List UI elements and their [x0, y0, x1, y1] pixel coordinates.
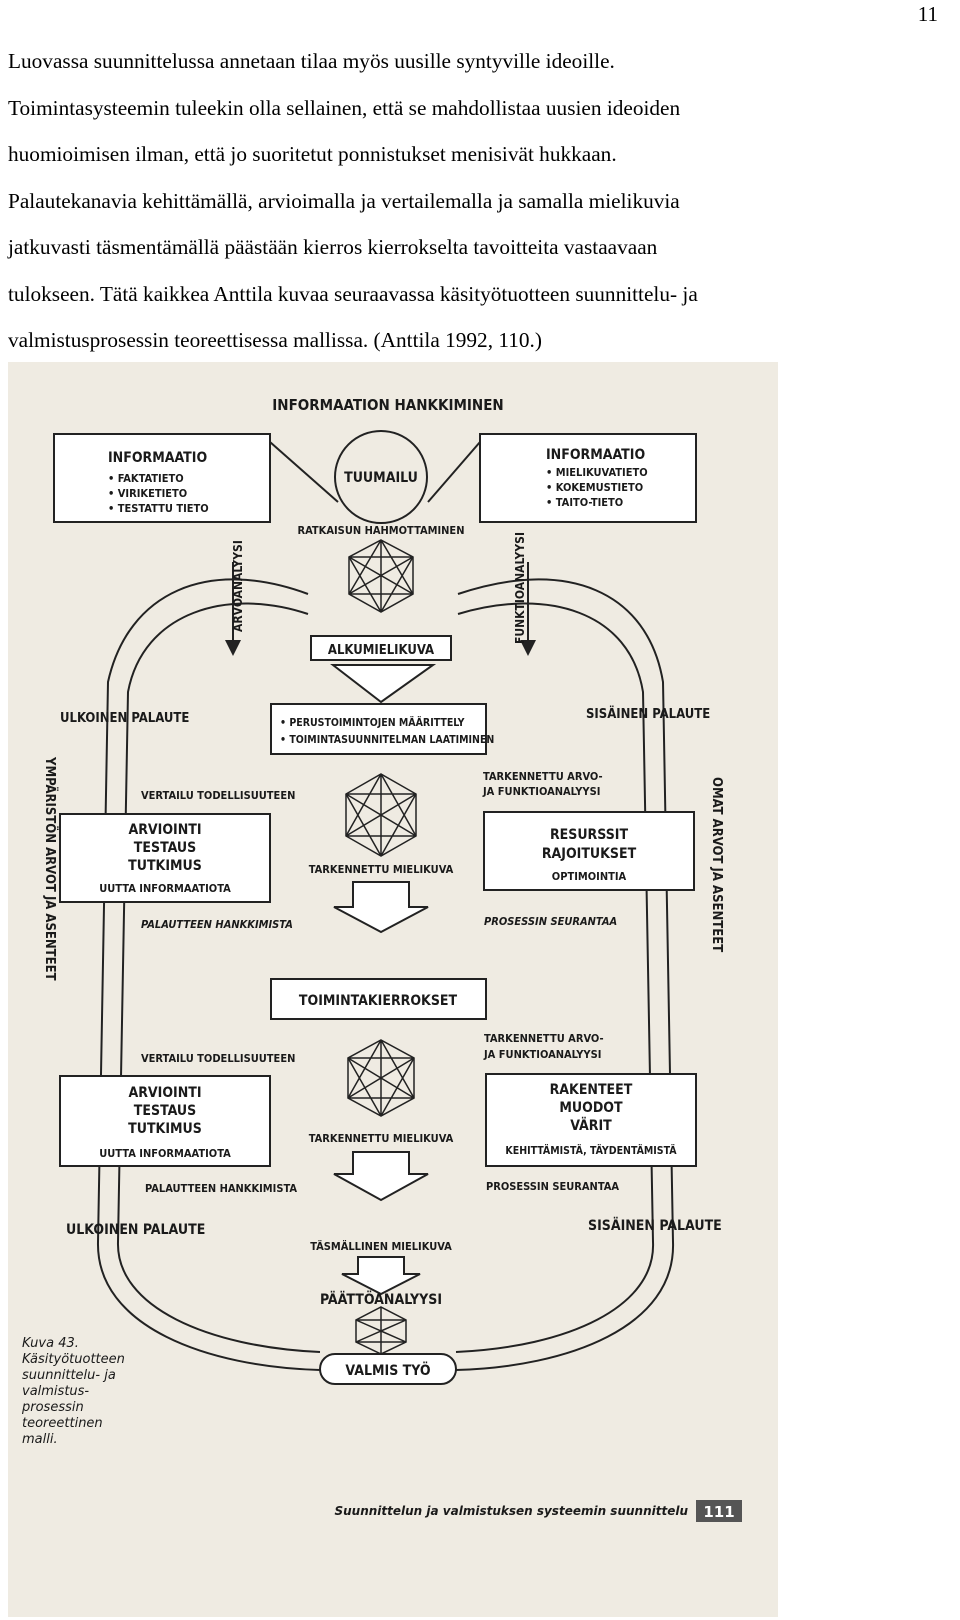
resurssit-line: RAJOITUKSET — [542, 846, 637, 862]
tarkennettu-mielikuva-1: TARKENNETTU MIELIKUVA — [309, 863, 454, 876]
tasmallinen-label: TÄSMÄLLINEN MIELIKUVA — [310, 1239, 452, 1253]
intro-paragraph: Luovassa suunnittelussa annetaan tilaa m… — [8, 49, 698, 352]
arrow-down-2 — [333, 1151, 429, 1202]
caption-line: Kuva 43. — [22, 1336, 79, 1351]
arviointi-line: UUTTA INFORMAATIOTA — [99, 882, 231, 895]
outer-loop — [96, 578, 675, 1371]
caption-line: Käsityötuotteen — [22, 1352, 125, 1367]
tarkennettu-arvo-1b: JA FUNKTIOANALYYSI — [482, 785, 600, 798]
arrow-down-3 — [341, 1256, 421, 1296]
arviointi-line: TESTAUS — [134, 1103, 196, 1119]
sisainen-palaute-bottom: SISÄINEN PALAUTE — [588, 1217, 722, 1234]
arviointi-line: ARVIOINTI — [128, 1085, 201, 1101]
ulkoinen-palaute-top: ULKOINEN PALAUTE — [60, 711, 189, 726]
info-right-item: • KOKEMUSTIETO — [546, 481, 643, 494]
valmis-tyo-label: VALMIS TYÖ — [345, 1361, 430, 1379]
tarkennettu-arvo-2a: TARKENNETTU ARVO- — [484, 1032, 604, 1045]
rakenteet-line: KEHITTÄMISTÄ, TÄYDENTÄMISTÄ — [505, 1143, 677, 1157]
arviointi-line: TESTAUS — [134, 840, 196, 856]
palautteen-italic: PALAUTTEEN HANKKIMISTA — [141, 918, 293, 931]
info-left-item: • VIRIKETIETO — [108, 487, 187, 500]
caption-line: suunnittelu- ja — [22, 1368, 116, 1383]
arviointi-line: ARVIOINTI — [128, 822, 201, 838]
arrow-down-1 — [333, 881, 429, 934]
info-left-item: • FAKTATIETO — [108, 472, 184, 485]
sisainen-palaute-top: SISÄINEN PALAUTE — [586, 706, 710, 722]
book-page-tab — [696, 1500, 742, 1522]
resurssit-line: OPTIMOINTIA — [552, 870, 627, 883]
valmis-tyo-box — [319, 1353, 457, 1385]
info-right-item: • TAITO-TIETO — [546, 496, 623, 509]
alkumielikuva-arrow — [330, 664, 437, 704]
alkumielikuva-label: ALKUMIELIKUVA — [328, 643, 434, 658]
tarkennettu-arvo-1a: TARKENNETTU ARVO- — [483, 770, 603, 783]
prosessin-plain: PROSESSIN SEURANTAA — [486, 1180, 619, 1193]
ratkaisun-label: RATKAISUN HAHMOTTAMINEN — [298, 524, 465, 537]
toimintakierrokset-box — [270, 978, 487, 1020]
info-right-box — [479, 433, 697, 523]
alkumielikuva-box — [310, 635, 452, 661]
info-right-item: • MIELIKUVATIETO — [546, 466, 648, 479]
arviointi-box-2 — [59, 1075, 271, 1167]
process-diagram: INFORMAATION HANKKIMINEN INFORMAATIO • F… — [21, 396, 742, 1522]
hexagon-4 — [355, 1306, 407, 1355]
info-left-box — [53, 433, 271, 523]
paattoanalyysi-label: PÄÄTTÖANALYYSI — [320, 1290, 442, 1308]
toimintakierrokset-label: TOIMINTAKIERROKSET — [299, 993, 458, 1009]
caption-line: prosessin — [21, 1400, 84, 1415]
hexagon-1 — [348, 539, 414, 613]
page-number: 11 — [917, 2, 938, 26]
book-footer-text: Suunnittelun ja valmistuksen systeemin s… — [334, 1504, 688, 1518]
funktioanalyysi-label: FUNKTIOANALYYSI — [513, 532, 527, 644]
inner-loop — [116, 602, 655, 1353]
palautteen-plain: PALAUTTEEN HANKKIMISTA — [145, 1182, 297, 1195]
resurssit-line: RESURSSIT — [550, 827, 629, 843]
right-vertical-label: OMAT ARVOT JA ASENTEET — [709, 777, 724, 952]
resurssit-box — [483, 811, 695, 891]
hexagon-3 — [347, 1039, 415, 1117]
caption-line: valmistus- — [22, 1384, 89, 1399]
arviointi-line: TUTKIMUS — [128, 1121, 202, 1137]
basic-item: • TOIMINTASUUNNITELMAN LAATIMINEN — [280, 734, 494, 746]
rakenteet-box — [485, 1073, 697, 1167]
ulkoinen-palaute-bottom: ULKOINEN PALAUTE — [66, 1222, 205, 1238]
info-right-title: INFORMAATIO — [546, 447, 645, 463]
arvoanalyysi-label: ARVOANALYYSI — [231, 540, 245, 632]
tuumailu-circle — [334, 430, 428, 524]
book-page-number: 111 — [703, 1503, 734, 1521]
left-vertical-label: YMPÄRISTÖN ARVOT JA ASENTEET — [42, 756, 58, 981]
prosessin-italic: PROSESSIN SEURANTAA — [484, 915, 617, 928]
tarkennettu-arvo-2b: JA FUNKTIOANALYYSI — [483, 1048, 601, 1061]
tarkennettu-mielikuva-2: TARKENNETTU MIELIKUVA — [309, 1132, 454, 1145]
info-left-item: • TESTATTU TIETO — [108, 502, 209, 515]
arviointi-box-1 — [59, 813, 271, 903]
arviointi-line: TUTKIMUS — [128, 858, 202, 874]
arviointi-line: UUTTA INFORMAATIOTA — [99, 1147, 231, 1160]
hexagon-2 — [345, 773, 417, 857]
info-left-title: INFORMAATIO — [108, 450, 207, 466]
basic-functions-box — [270, 703, 487, 755]
caption-line: teoreettinen — [22, 1416, 103, 1431]
vertailu-label-2: VERTAILU TODELLISUUTEEN — [141, 1052, 295, 1065]
rakenteet-line: RAKENTEET — [550, 1082, 633, 1098]
caption-line: malli. — [22, 1432, 58, 1447]
scanned-figure: INFORMAATION HANKKIMINEN INFORMAATIO • F… — [8, 362, 778, 1617]
rakenteet-line: MUODOT — [559, 1100, 623, 1116]
tuumailu-label: TUUMAILU — [344, 470, 418, 486]
rakenteet-line: VÄRIT — [570, 1117, 612, 1134]
basic-item: • PERUSTOIMINTOJEN MÄÄRITTELY — [280, 715, 465, 729]
diagram-title: INFORMAATION HANKKIMINEN — [272, 396, 503, 414]
vertailu-label-1: VERTAILU TODELLISUUTEEN — [141, 789, 295, 802]
